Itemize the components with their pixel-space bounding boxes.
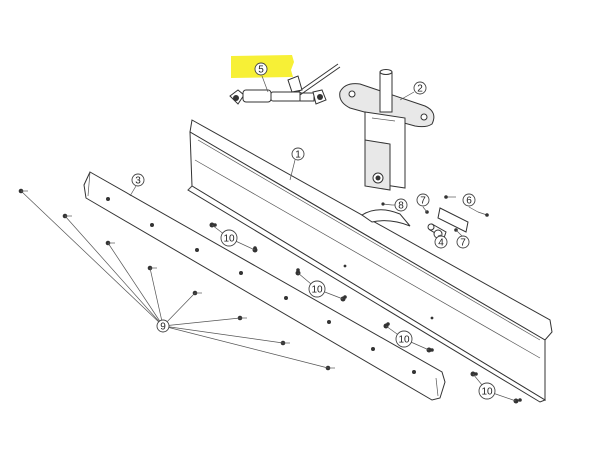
svg-text:10: 10 [223, 234, 235, 245]
svg-text:8: 8 [398, 201, 404, 212]
callout-8: 8 [394, 198, 408, 212]
callout-10-a: 10 [220, 229, 238, 247]
blade-moldboard-part [187, 119, 553, 403]
svg-text:4: 4 [438, 238, 444, 249]
svg-text:3: 3 [135, 176, 141, 187]
callout-7-upper: 7 [416, 193, 430, 207]
callout-1: 1 [291, 147, 305, 161]
svg-text:5: 5 [258, 65, 264, 76]
callout-5: 5 [254, 62, 268, 76]
callout-9: 9 [156, 319, 170, 333]
callout-6: 6 [462, 193, 476, 207]
svg-text:10: 10 [311, 285, 323, 296]
svg-text:1: 1 [295, 150, 301, 161]
mount-bracket-part [339, 69, 435, 191]
svg-text:7: 7 [460, 238, 466, 249]
callout-10-b: 10 [308, 280, 326, 298]
svg-text:6: 6 [466, 196, 472, 207]
carriage-bolts [18, 188, 335, 371]
callout-10-c: 10 [395, 330, 413, 348]
callout-4: 4 [434, 235, 448, 249]
svg-text:10: 10 [398, 335, 410, 346]
callout-3: 3 [131, 173, 145, 187]
leader-lines [20, 75, 517, 402]
svg-text:9: 9 [160, 322, 166, 333]
callout-10-d: 10 [478, 382, 496, 400]
callout-7-lower: 7 [456, 235, 470, 249]
svg-text:7: 7 [420, 196, 426, 207]
callout-2: 2 [413, 81, 427, 95]
svg-text:10: 10 [481, 387, 493, 398]
svg-text:2: 2 [417, 84, 423, 95]
cutting-edge-part [83, 171, 446, 401]
hydraulic-cylinder-part [229, 63, 341, 105]
